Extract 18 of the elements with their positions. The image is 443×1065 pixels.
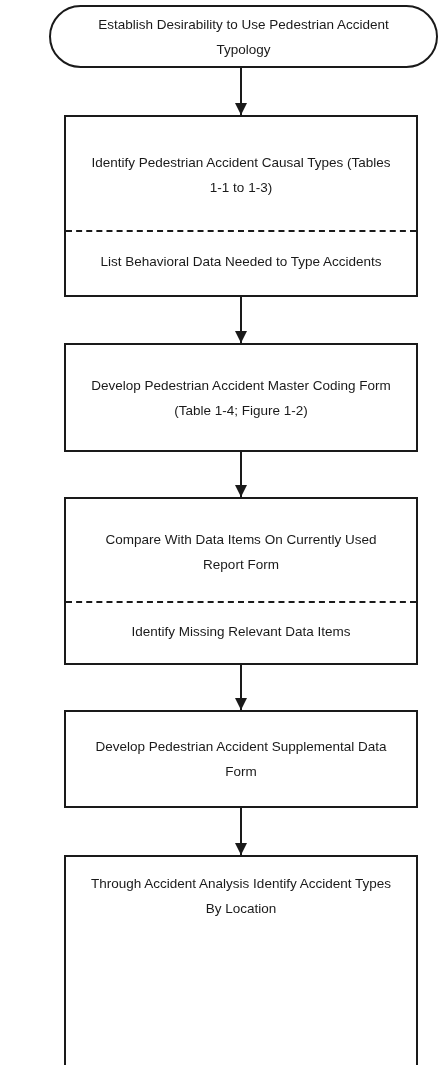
box-label: Establish Desirability to Use Pedestrian Accident Typology bbox=[97, 15, 390, 59]
arrow bbox=[235, 807, 247, 856]
box-label: Through Accident Analysis Identify Accident Types By Location bbox=[91, 875, 391, 918]
box-label: Develop Pedestrian Accident Master Coding Form (Table 1-4; Figure 1-2) bbox=[91, 376, 391, 420]
arrow bbox=[235, 296, 247, 344]
arrow bbox=[235, 451, 247, 498]
process-box bbox=[64, 497, 418, 665]
arrow bbox=[235, 664, 247, 711]
arrow bbox=[235, 67, 247, 116]
box-label: Compare With Data Items On Currently Used Report Form bbox=[104, 531, 378, 575]
box-label: Identify Missing Relevant Data Items bbox=[131, 622, 351, 641]
process-box bbox=[64, 855, 418, 1065]
process-box bbox=[64, 710, 418, 808]
process-box bbox=[64, 343, 418, 452]
process-box bbox=[64, 115, 418, 297]
box-label: Develop Pedestrian Accident Supplemental Data Form bbox=[94, 738, 388, 781]
box-label: Identify Pedestrian Accident Causal Types (Tables 1-1 to 1-3) bbox=[91, 154, 391, 198]
box-label: List Behavioral Data Needed to Type Accidents bbox=[100, 252, 382, 271]
